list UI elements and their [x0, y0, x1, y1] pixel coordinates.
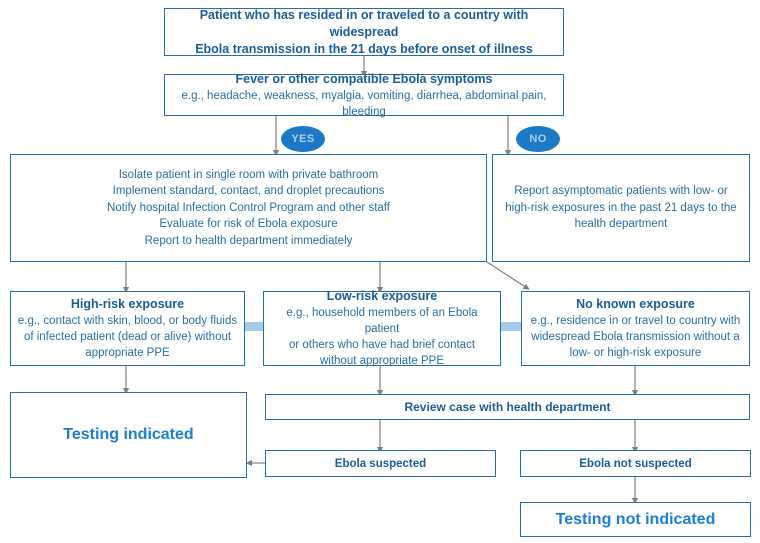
- node-no-known-exposure: No known exposure e.g., residence in or …: [521, 291, 750, 366]
- node-high-risk-exposure: High-risk exposure e.g., contact with sk…: [10, 291, 245, 366]
- node-testing-indicated: Testing indicated: [10, 392, 247, 478]
- node-asymptomatic-report: Report asymptomatic patients with low- o…: [492, 154, 750, 262]
- no-known-line1: e.g., residence in or travel to country …: [530, 315, 741, 327]
- ebola-suspected-label: Ebola suspected: [334, 457, 427, 470]
- node-testing-not-indicated: Testing not indicated: [520, 502, 751, 537]
- action-notify: Notify hospital Infection Control Progra…: [107, 201, 390, 214]
- review-case-label: Review case with health department: [404, 400, 611, 414]
- high-risk-line1: e.g., contact with skin, blood, or body …: [17, 315, 238, 327]
- node-symptomatic-actions: Isolate patient in single room with priv…: [10, 154, 487, 262]
- symptoms-title: Fever or other compatible Ebola symptoms: [235, 71, 493, 86]
- asymptomatic-line3: health department: [574, 218, 668, 231]
- node-low-risk-exposure: Low-risk exposure e.g., household member…: [263, 289, 501, 367]
- high-risk-title: High-risk exposure: [70, 297, 185, 311]
- low-risk-title: Low-risk exposure: [326, 289, 438, 303]
- node-ebola-not-suspected: Ebola not suspected: [520, 450, 751, 477]
- badge-no-label: NO: [529, 133, 547, 145]
- testing-not-indicated-label: Testing not indicated: [555, 510, 716, 528]
- connector-low-to-noknown: [496, 322, 524, 331]
- connector-high-to-low: [238, 322, 266, 331]
- no-known-line3: low- or high-risk exposure: [569, 347, 702, 359]
- high-risk-line3: appropriate PPE: [85, 347, 170, 359]
- low-risk-line3: without appropriate PPE: [319, 355, 445, 367]
- no-known-line2: widespread Ebola transmission without a: [531, 331, 740, 343]
- high-risk-line2: of infected patient (dead or alive) with…: [23, 331, 232, 343]
- no-known-title: No known exposure: [576, 297, 695, 311]
- travel-history-line1: Patient who has resided in or traveled t…: [199, 7, 529, 39]
- action-precautions: Implement standard, contact, and droplet…: [112, 185, 385, 198]
- action-evaluate: Evaluate for risk of Ebola exposure: [159, 218, 338, 231]
- node-review-case: Review case with health department: [265, 394, 750, 420]
- badge-yes-label: YES: [291, 133, 315, 145]
- node-travel-history: Patient who has resided in or traveled t…: [164, 8, 564, 56]
- asymptomatic-line2: high-risk exposures in the past 21 days …: [505, 201, 737, 214]
- badge-yes: YES: [281, 126, 325, 152]
- ebola-not-suspected-label: Ebola not suspected: [579, 457, 692, 470]
- testing-indicated-label: Testing indicated: [63, 426, 194, 443]
- action-isolate: Isolate patient in single room with priv…: [118, 168, 379, 181]
- action-report: Report to health department immediately: [144, 234, 353, 247]
- low-risk-line1: e.g., household members of an Ebola pati…: [286, 307, 478, 335]
- asymptomatic-line1: Report asymptomatic patients with low- o…: [514, 185, 728, 198]
- travel-history-line2: Ebola transmission in the 21 days before…: [195, 41, 533, 56]
- symptoms-detail: e.g., headache, weakness, myalgia, vomit…: [181, 89, 547, 118]
- low-risk-line2: or others who have had brief contact: [288, 339, 476, 351]
- node-symptoms: Fever or other compatible Ebola symptoms…: [164, 71, 564, 118]
- node-ebola-suspected: Ebola suspected: [265, 450, 496, 477]
- badge-no: NO: [516, 126, 560, 152]
